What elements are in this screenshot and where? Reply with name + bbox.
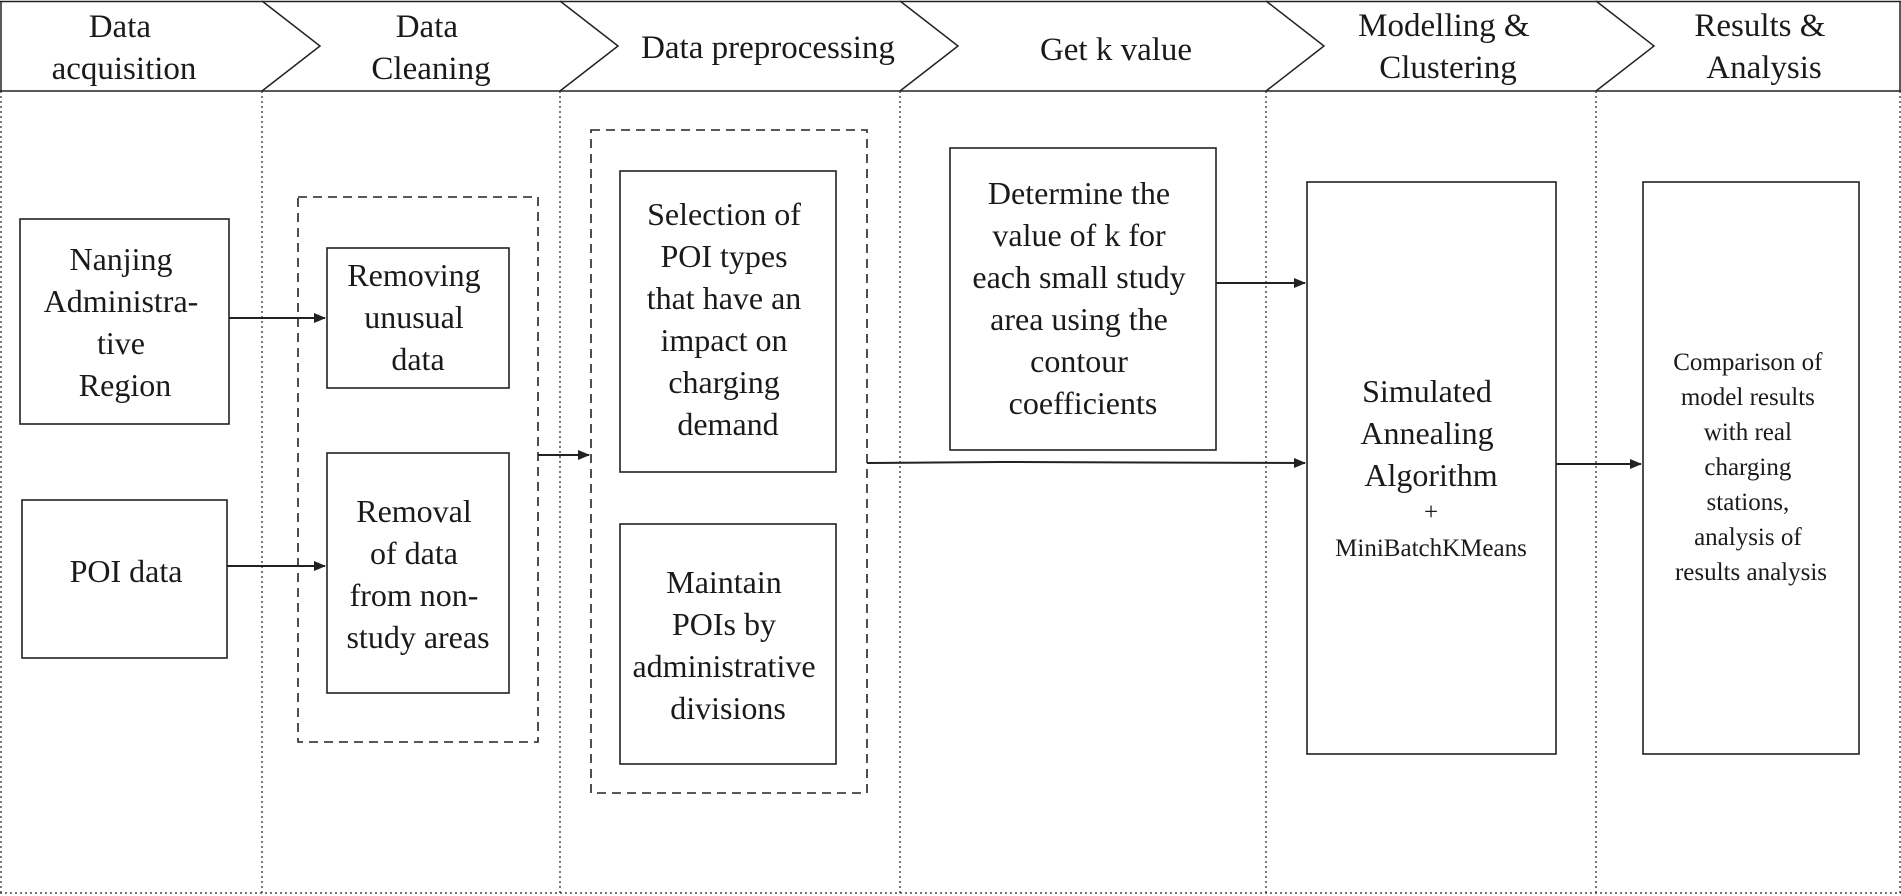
nanjing-region-box	[19, 218, 230, 425]
selection-poi-types-label: Selection of POI types that have an impa…	[647, 196, 810, 442]
plus-sign: +	[1424, 499, 1438, 526]
removal-non-study-label: Removal of data from non- study areas	[346, 493, 489, 655]
minibatch-label: MiniBatchKMeans	[1335, 535, 1527, 562]
determine-k-box	[949, 147, 1217, 451]
removing-unusual-box	[326, 247, 510, 389]
determine-k-label: Determine the value of k for each small …	[972, 175, 1193, 421]
comparison-box	[1642, 181, 1860, 755]
comparison-label: Comparison of model results with real ch…	[1673, 349, 1829, 586]
poi-data-box	[21, 499, 228, 659]
header-data-acquisition: Data acquisition	[52, 9, 197, 87]
cleaning-group	[297, 196, 539, 743]
poi-data-label: POI data	[70, 553, 183, 589]
preprocessing-group	[590, 129, 868, 794]
lane-dividers	[0, 91, 1901, 894]
header-modelling-clustering: Modelling & Clustering	[1358, 8, 1538, 86]
header-band	[0, 0, 1901, 92]
removal-non-study-box	[326, 452, 510, 694]
header-results-analysis: Results & Analysis	[1694, 8, 1833, 86]
header-data-cleaning: Data Cleaning	[371, 9, 490, 87]
maintain-pois-box	[619, 523, 837, 765]
simulated-annealing-box	[1306, 181, 1557, 755]
header-data-preprocessing: Data preprocessing	[641, 30, 895, 66]
maintain-pois-label: Maintain POIs by administrative division…	[632, 564, 823, 726]
nanjing-region-label: Nanjing Administra- tive Region	[44, 241, 207, 403]
arrow-preprocessing-to-model	[866, 457, 1306, 468]
simulated-annealing-label: Simulated Annealing Algorithm	[1360, 373, 1501, 493]
selection-poi-types-box	[619, 170, 837, 473]
removing-unusual-label: Removing unusual data	[347, 257, 488, 377]
header-get-k-value: Get k value	[1040, 32, 1192, 68]
